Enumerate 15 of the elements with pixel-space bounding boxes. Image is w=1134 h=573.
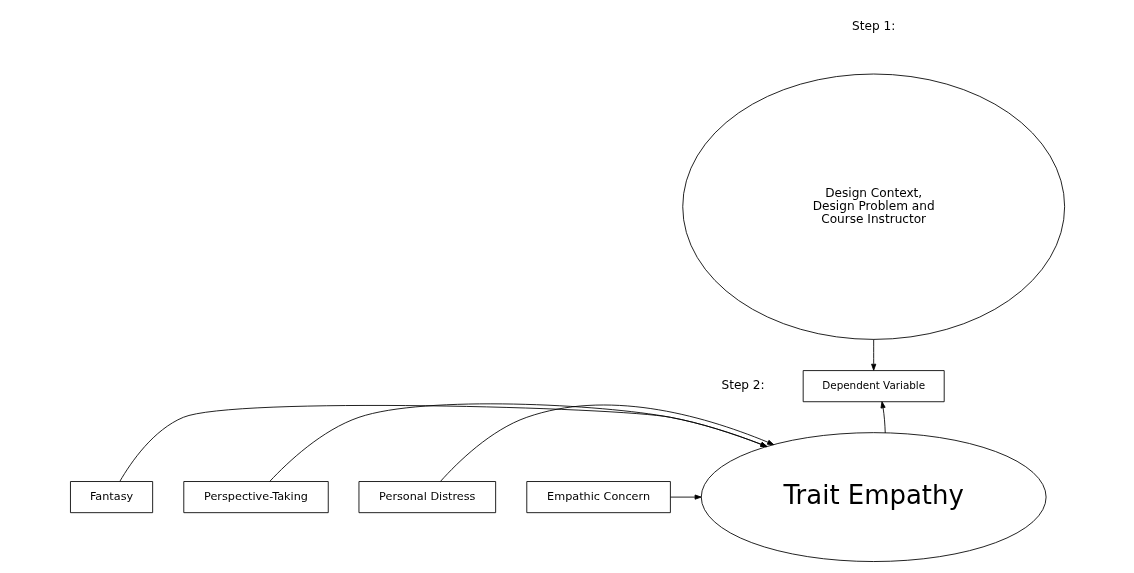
- node-ellipse: Design Context, Design Problem and Course Instructor: [681, 73, 1065, 340]
- arrow: [880, 401, 886, 434]
- node-box: Perspective-Taking: [182, 481, 329, 514]
- node-box: Empathic Concern: [525, 481, 671, 514]
- label: Step 1:: [851, 19, 895, 34]
- arrow: [118, 405, 767, 482]
- arrow: [669, 494, 702, 500]
- node-ellipse: Trait Empathy: [700, 432, 1047, 562]
- label: Step 2:: [720, 378, 765, 393]
- node-box: Personal Distress: [358, 481, 496, 514]
- arrow: [439, 404, 774, 482]
- node-box: Dependent Variable: [802, 370, 945, 403]
- arrow: [268, 403, 767, 482]
- arrow: [870, 339, 876, 371]
- node-box: Fantasy: [69, 481, 153, 514]
